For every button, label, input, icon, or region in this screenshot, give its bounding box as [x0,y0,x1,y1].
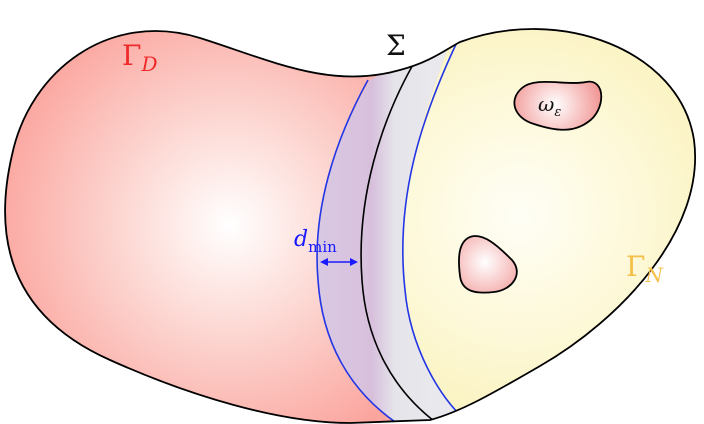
label-omega-epsilon: ωε [538,92,561,120]
offset-curve-right [402,39,471,423]
label-d-min: dmin [294,227,337,256]
label-gamma-d: ΓD [122,39,157,76]
d-min-arrow [320,258,358,266]
label-gamma-n: ΓN [626,250,664,287]
sigma-curve [360,55,439,423]
domain-boundary [4,28,697,424]
inclusion-omega-epsilon [513,80,603,131]
inclusion-second [458,235,518,294]
transition-band [317,30,470,423]
offset-curve-left [316,79,399,423]
label-sigma: Σ [386,29,406,62]
